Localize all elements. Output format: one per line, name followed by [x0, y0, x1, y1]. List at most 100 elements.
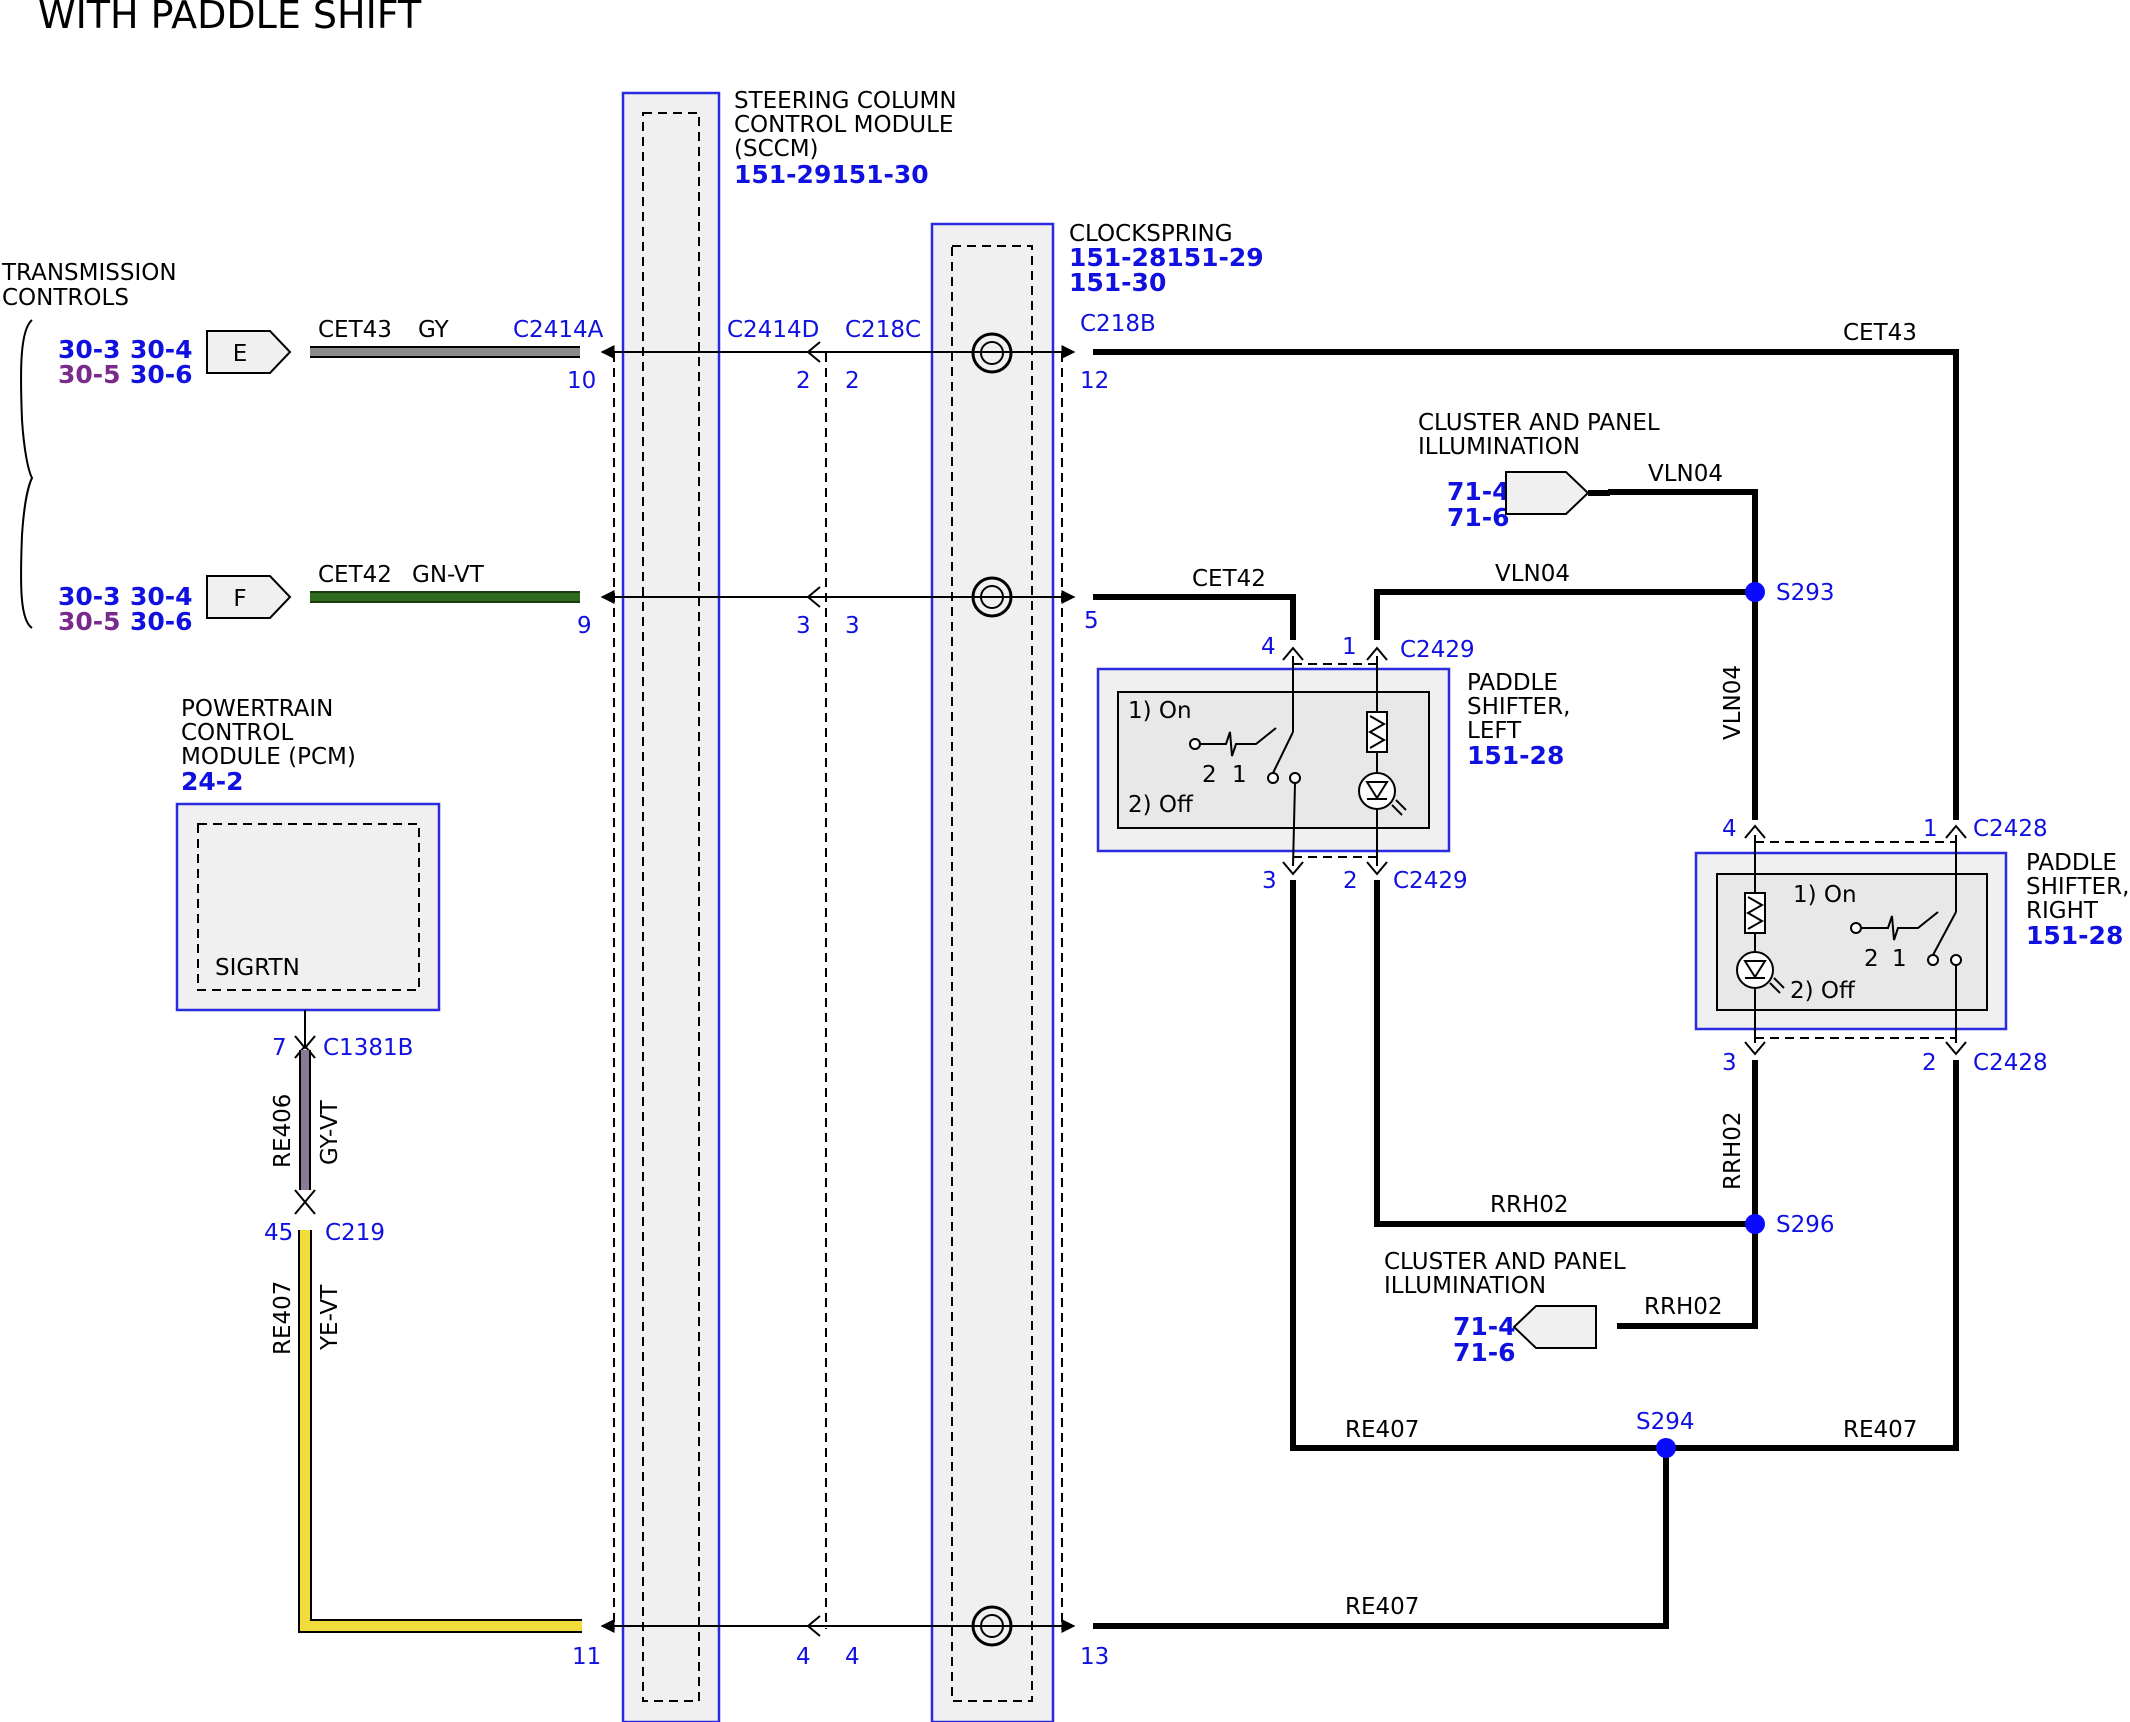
clockspring-label: CLOCKSPRING [1069, 221, 1233, 247]
connector-c2414d: C2414D [727, 317, 819, 343]
pin-c2414d-4: 4 [796, 1644, 811, 1670]
transmission-ref-30-6-bottom: 30-6 [130, 607, 193, 636]
clockspring-module: CLOCKSPRING 151-28151-29 151-30 [930, 221, 1264, 1722]
paddle-left-label-line3: LEFT [1467, 718, 1522, 744]
paddle-right-switch-input [1850, 922, 1862, 934]
pin-c2414a-10: 10 [567, 368, 596, 394]
rrh02-left-label: RRH02 [1490, 1192, 1569, 1218]
connector-f-label: F [233, 586, 246, 612]
splice-s296: S296 [1776, 1212, 1835, 1238]
re407-wire-loop [1290, 880, 1959, 1451]
paddle-right-led-ray1 [1769, 982, 1781, 994]
paddle-shifter-left: 1) On 2) Off 2 1 PADDLE SHIFTER, LEFT 15… [1096, 646, 1570, 876]
connector-e-label: E [233, 341, 248, 367]
clockspring-coil-1-inner [980, 341, 1004, 365]
pcm-signal-sigrtn: SIGRTN [215, 955, 300, 981]
paddle-right-arrow-bot-1 [1744, 1041, 1766, 1056]
paddle-left-arrow-bot-1 [1282, 861, 1304, 876]
paddle-right-pos-1: 1 [1892, 946, 1907, 972]
cluster-top-ref-2: 71-6 [1447, 503, 1510, 532]
cluster-bottom-ref-1: 71-4 [1453, 1312, 1516, 1341]
sccm-inner-dashed [642, 112, 700, 1702]
c2414d-arrow-1 [806, 341, 821, 363]
connector-c2414a: C2414A [513, 317, 604, 343]
clockspring-refs-line2: 151-30 [1069, 268, 1166, 297]
clockspring-coil-3-inner [980, 1614, 1004, 1638]
pin-c2414d-2: 2 [796, 368, 811, 394]
connector-c219: C219 [325, 1220, 385, 1246]
splice-s293-dot [1745, 582, 1765, 602]
pin-c2428-4: 4 [1722, 816, 1737, 842]
cet42-color: GN-VT [412, 562, 485, 588]
connector-c2429-bottom: C2429 [1393, 868, 1468, 894]
connector-c2428-top: C2428 [1973, 816, 2048, 842]
paddle-left-refs: 151-28 [1467, 741, 1564, 770]
transmission-brace [20, 319, 34, 629]
cluster-top-label-line1: CLUSTER AND PANEL [1418, 410, 1660, 436]
transmission-label-line1: TRANSMISSION [1, 260, 177, 286]
transmission-ref-30-6-top: 30-6 [130, 360, 193, 389]
sccm-label-line2: CONTROL MODULE [734, 112, 953, 138]
cluster-illumination-top: CLUSTER AND PANEL ILLUMINATION 71-4 71-6 [1418, 410, 1660, 532]
pin-c2428-1: 1 [1923, 816, 1938, 842]
paddle-right-off: 2) Off [1790, 978, 1856, 1004]
sccm-label-line3: (SCCM) [734, 136, 819, 162]
pcm-box [175, 802, 441, 1012]
connector-f-shape [206, 575, 292, 619]
cet43-label: CET43 [318, 317, 392, 343]
transmission-ref-30-5-top: 30-5 [58, 360, 121, 389]
cluster-bottom-ref-2: 71-6 [1453, 1338, 1516, 1367]
paddle-left-switch-lever [1272, 731, 1294, 774]
sccm-refs: 151-29151-30 [734, 160, 929, 189]
paddle-left-led-ray2 [1395, 799, 1407, 811]
paddle-right-contact-2 [1950, 954, 1962, 966]
paddle-right-led-ray2 [1773, 977, 1785, 989]
transmission-ref-30-4-top: 30-4 [130, 335, 193, 364]
paddle-right-switch-lever [1932, 911, 1957, 956]
pin-c219-45: 45 [264, 1220, 293, 1246]
re407-bottom-label: RE407 [1345, 1594, 1419, 1620]
clockspring-coil-2-inner [980, 585, 1004, 609]
paddle-left-switch-input [1189, 738, 1201, 750]
cluster-top-ref-1: 71-4 [1447, 477, 1510, 506]
paddle-left-arrow-bot-2 [1366, 861, 1388, 876]
re407-wire-bottom [1093, 1448, 1669, 1629]
paddle-right-refs: 151-28 [2026, 921, 2123, 950]
clockspring-refs-line1: 151-28151-29 [1069, 243, 1264, 272]
pcm-refs: 24-2 [181, 767, 244, 796]
paddle-right-pos-2: 2 [1864, 946, 1879, 972]
pin-c2429-4: 4 [1261, 634, 1276, 660]
cluster-top-label-line2: ILLUMINATION [1418, 434, 1580, 460]
paddle-left-label-line1: PADDLE [1467, 670, 1558, 696]
paddle-right-contact-1 [1927, 954, 1939, 966]
cluster-bottom-label-line1: CLUSTER AND PANEL [1384, 1249, 1626, 1275]
re406-color: GY-VT [317, 1099, 343, 1165]
rrh02-right-label: RRH02 [1644, 1294, 1723, 1320]
re407-vertical-label: RE407 [270, 1281, 296, 1355]
pin-c2428-2: 2 [1922, 1050, 1937, 1076]
c1381b-arrow-up [294, 1044, 316, 1059]
paddle-left-switch-arm [1200, 727, 1277, 757]
pin-c218b-5: 5 [1084, 608, 1099, 634]
pin-c2429-1: 1 [1342, 634, 1357, 660]
re407-wire-yellow-outline [298, 1230, 582, 1633]
cluster-bottom-connector [1512, 1305, 1597, 1349]
splice-s293: S293 [1776, 580, 1835, 606]
cluster-illumination-bottom: CLUSTER AND PANEL ILLUMINATION 71-4 71-6 [1384, 1249, 1626, 1367]
paddle-left-led-ray1 [1391, 804, 1403, 816]
paddle-right-led [1736, 951, 1774, 989]
transmission-ref-30-5-bottom: 30-5 [58, 607, 121, 636]
vln04-vertical-label: VLN04 [1720, 665, 1746, 740]
clockspring-coil-3-outer [971, 1605, 1013, 1647]
pin-c218c-4: 4 [845, 1644, 860, 1670]
cet42-right-label: CET42 [1192, 566, 1266, 592]
pin-c2429-2: 2 [1343, 868, 1358, 894]
sccm-label-line1: STEERING COLUMN [734, 88, 957, 114]
pcm-label-line3: MODULE (PCM) [181, 744, 356, 770]
pcm-label-line1: POWERTRAIN [181, 696, 333, 722]
pcm-inner-dashed [197, 823, 420, 991]
pcm-module: POWERTRAIN CONTROL MODULE (PCM) 24-2 SIG… [175, 696, 441, 1012]
paddle-right-resistor-zigzag [1745, 896, 1765, 930]
paddle-right-arrow-bot-2 [1945, 1041, 1967, 1056]
